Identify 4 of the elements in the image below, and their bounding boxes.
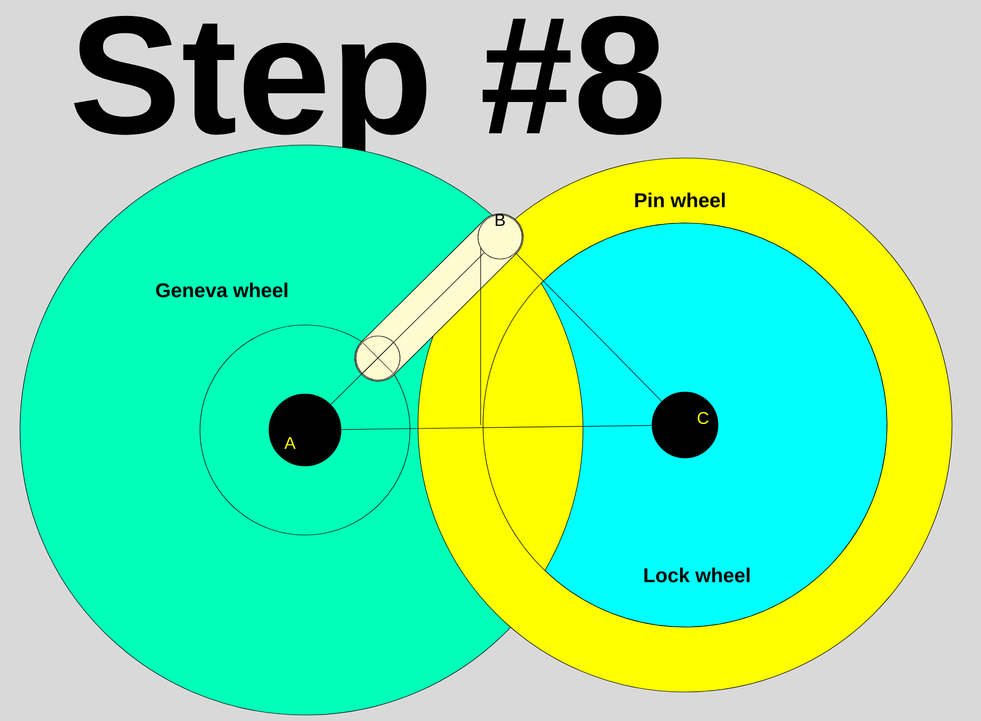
connector-line <box>330 252 484 405</box>
connector-line <box>480 248 481 426</box>
connector-line <box>341 425 652 430</box>
connector-line <box>515 252 662 402</box>
